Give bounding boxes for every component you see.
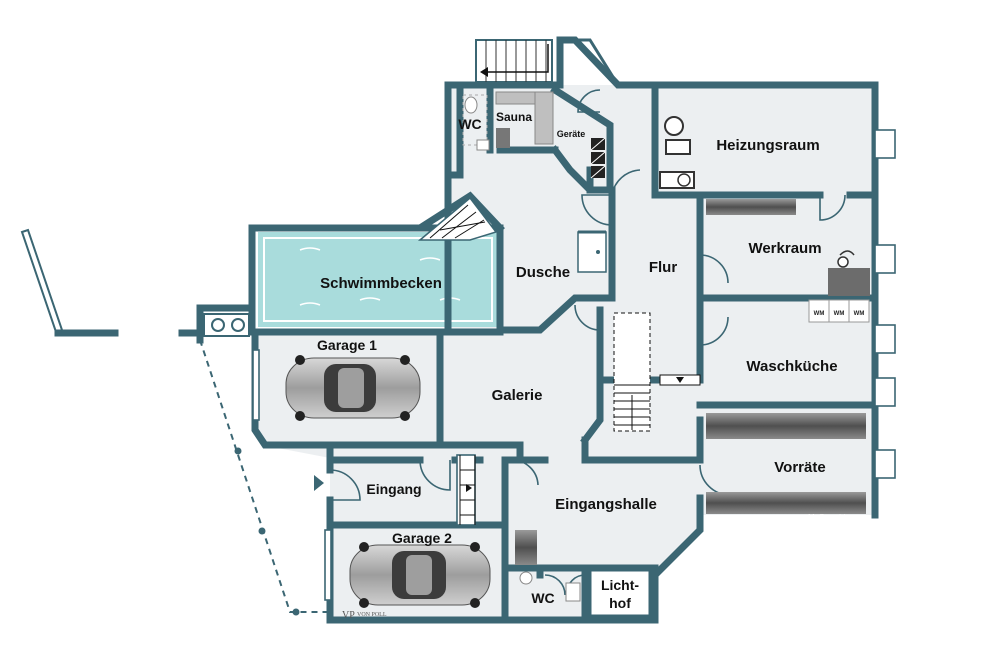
label-heizungsraum: Heizungsraum [716, 137, 819, 154]
label-eingang: Eingang [366, 481, 421, 497]
wm-3-label: WM [854, 311, 865, 317]
label-vorraete: Vorräte [774, 459, 825, 476]
washing-machines: WM WM WM [808, 299, 870, 323]
exterior-elements [20, 228, 330, 616]
wm-2-label: WM [834, 311, 845, 317]
wc-top-fixtures [462, 94, 490, 151]
hall-fixtures [515, 530, 581, 602]
label-dusche: Dusche [516, 264, 570, 281]
label-lichthof-line2: hof [609, 595, 631, 611]
label-werkraum: Werkraum [748, 240, 821, 257]
label-wc-bottom: WC [531, 590, 554, 606]
heating-equipment [659, 116, 695, 189]
room-labels: WC Sauna Geräte Heizungsraum Schwimmbeck… [317, 110, 838, 611]
label-flur: Flur [649, 259, 677, 276]
geraete-shelves [590, 137, 606, 179]
wm-1-label: WM [814, 311, 825, 317]
storage-shelves [706, 199, 870, 514]
vp-logo-text: VON POLL [357, 612, 387, 618]
label-schwimmbecken: Schwimmbecken [320, 275, 442, 292]
mcgrundriss-credit: McGrundriss [808, 513, 853, 522]
shower-tray [577, 230, 607, 273]
lichthof-area [588, 568, 652, 618]
doors [329, 89, 846, 596]
walls [196, 36, 879, 624]
outdoor-staircase [475, 38, 620, 86]
label-geraete: Geräte [557, 129, 586, 139]
interior-staircase [459, 312, 701, 525]
label-sauna: Sauna [496, 110, 532, 124]
pool-stairs [417, 196, 498, 241]
label-eingangshalle: Eingangshalle [555, 496, 657, 513]
label-lichthof-line1: Licht- [601, 577, 639, 593]
label-waschkueche: Waschküche [746, 358, 837, 375]
car-garage-2-icon [349, 542, 491, 608]
sauna-benches [495, 91, 554, 148]
label-galerie: Galerie [492, 387, 543, 404]
swimming-pool [258, 232, 498, 327]
vp-logo: VP [342, 610, 355, 621]
label-garage2: Garage 2 [392, 530, 452, 546]
label-garage1: Garage 1 [317, 337, 377, 353]
car-garage-1-icon [285, 355, 421, 421]
label-wc-top: WC [458, 116, 481, 132]
